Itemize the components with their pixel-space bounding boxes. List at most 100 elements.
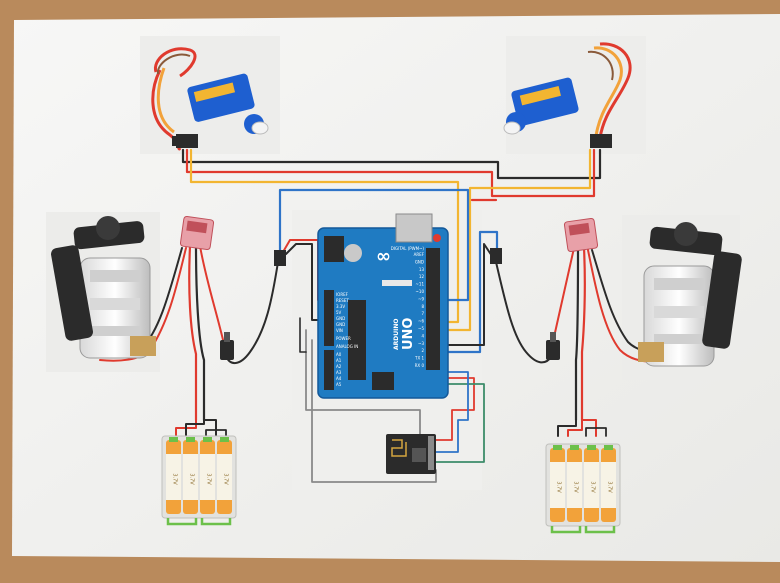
arduino-uno-board: ∞ UNO ARDUINO IOREF RESET 3.3V 5V GND GN…: [317, 213, 449, 399]
battery-cell-label-band: [601, 462, 616, 508]
radio-data-wire: [435, 383, 485, 463]
digital-pin-label: GND: [415, 259, 424, 264]
left-pack-black-link: [185, 419, 217, 439]
digital-header: [426, 248, 440, 370]
left-switch-red-wire: [199, 245, 225, 345]
battery-cell-terminal: [203, 437, 212, 442]
servo-left-signal-wire: [189, 148, 460, 324]
analog-label: ANALOG IN: [336, 344, 358, 349]
usb-port: [395, 213, 433, 243]
servo-left-plug: [176, 134, 198, 148]
right-battery-black-wire: [574, 246, 580, 422]
digital-pin-label: ~11: [416, 282, 425, 287]
battery-cell-terminal: [169, 437, 178, 442]
pin-gnd-label: GND: [336, 316, 345, 321]
esc-right: [563, 217, 599, 253]
analog-pin-label: A1: [336, 358, 342, 363]
board-ground-jumper: [299, 317, 307, 353]
battery-cell-terminal: [570, 445, 579, 450]
crystal: [382, 280, 412, 286]
right-battery-red-wire: [580, 246, 586, 422]
power-header: [324, 290, 334, 346]
dc-motor-icon: [51, 216, 156, 359]
battery-cell-voltage: 3.7V: [556, 481, 562, 493]
battery-cell-label-band: [183, 454, 198, 500]
digital-pin-label: ~10: [416, 289, 425, 294]
digital-pin-label: 7: [421, 311, 424, 316]
switch-right: [546, 332, 560, 360]
analog-pin-label: A4: [336, 376, 342, 381]
board-model: UNO: [401, 318, 416, 351]
battery-bottom-link: [166, 518, 198, 526]
battery-cell: 3.7V: [217, 437, 232, 514]
digital-label: DIGITAL (PWM~): [391, 246, 425, 251]
servo-right-signal-wire: [442, 148, 592, 332]
battery-cell-voltage: 3.7V: [590, 481, 596, 493]
battery-cell: 3.7V: [567, 445, 582, 522]
right-pack-black-link: [557, 419, 577, 437]
digital-pin-label: AREF: [414, 252, 425, 257]
servo-right-plug: [590, 134, 612, 148]
pin-gnd-label-2: GND: [336, 322, 345, 327]
analog-pin-label: A2: [336, 364, 342, 369]
reset-button: [433, 234, 441, 242]
ioref-label: IOREF: [336, 292, 349, 297]
pin-vin-label: VIN: [336, 328, 343, 333]
battery-bottom-link: [550, 526, 582, 534]
radio-ce-wire: [435, 371, 469, 453]
battery-cell-label-band: [550, 462, 565, 508]
motor-right: [638, 222, 742, 367]
analog-pin-label: A3: [336, 370, 342, 375]
power-jack: [324, 236, 344, 262]
digital-pin-label: 13: [419, 267, 425, 272]
esc-left-switch-wire: [225, 261, 279, 364]
power-label: POWER: [336, 336, 351, 341]
pin-5v-label: 5V: [336, 310, 342, 315]
digital-pin-label: ~6: [418, 319, 424, 324]
battery-cell-voltage: 3.7V: [189, 473, 195, 485]
battery-cell-voltage: 3.7V: [573, 481, 579, 493]
battery-cell-label-band: [217, 454, 232, 500]
battery-cell-label-band: [584, 462, 599, 508]
digital-pin-label: 12: [419, 274, 425, 279]
battery-cell-voltage: 3.7V: [206, 473, 212, 485]
servo-ground-wire: [181, 148, 602, 180]
esc-right-switch-wire: [495, 261, 553, 364]
dc-motor-icon: [638, 222, 742, 367]
battery-cell-terminal: [220, 437, 229, 442]
rf-module: [386, 434, 436, 474]
servo-motor-icon: [151, 47, 269, 151]
battery-cell-label-band: [166, 454, 181, 500]
battery-cell: 3.7V: [584, 445, 599, 522]
analog-pin-label: A5: [336, 382, 342, 387]
esc-module-icon: [179, 215, 215, 251]
reset-label: RESET: [336, 298, 349, 303]
battery-cell: 3.7V: [183, 437, 198, 514]
left-battery-red-wire: [188, 244, 198, 422]
battery-bottom-link: [584, 526, 616, 534]
microcontroller-chip: [348, 300, 366, 380]
analog-header: [324, 350, 334, 390]
rf-module-icon: [386, 434, 436, 474]
battery-cell-voltage: 3.7V: [607, 481, 613, 493]
battery-cell: 3.7V: [200, 437, 215, 514]
digital-pin-label: 4: [421, 333, 424, 338]
digital-pin-label: ~5: [418, 326, 424, 331]
motor-left: [51, 216, 156, 359]
left-pack-series-link: [205, 429, 227, 439]
digital-pin-label: TX 1: [414, 356, 424, 361]
wires: [99, 148, 673, 483]
battery-cell: 3.7V: [166, 437, 181, 514]
servo-left: [151, 47, 269, 151]
battery-cell-voltage: 3.7V: [172, 473, 178, 485]
battery-pack-left: 3.7V 3.7V 3.7V 3.7V: [161, 435, 237, 526]
switch-left: [220, 332, 234, 360]
digital-pin-label: ~3: [418, 341, 424, 346]
battery-cell-voltage: 3.7V: [223, 473, 229, 485]
digital-pin-label: 8: [421, 304, 424, 309]
battery-cell-label-band: [200, 454, 215, 500]
digital-pin-label: RX 0: [415, 363, 425, 368]
esc-right-signal-wire: [442, 230, 499, 354]
